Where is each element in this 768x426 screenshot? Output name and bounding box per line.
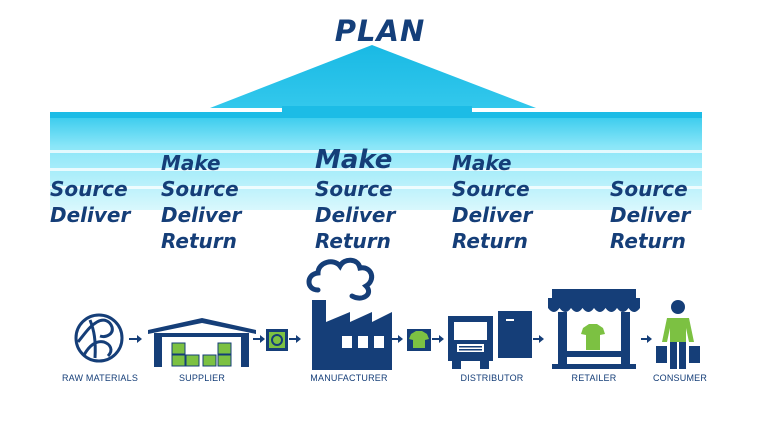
process-label-deliver: Deliver bbox=[50, 203, 131, 227]
plan-arrow bbox=[50, 45, 702, 210]
process-column-raw-materials: Source Deliver bbox=[50, 176, 130, 228]
arrow-icon bbox=[129, 335, 142, 343]
arrow-icon bbox=[641, 335, 652, 343]
plan-title: PLAN bbox=[334, 14, 426, 48]
process-label-make: Make bbox=[315, 145, 393, 175]
process-label-deliver: Deliver bbox=[315, 203, 396, 227]
node-label-raw-materials: RAW MATERIALS bbox=[61, 373, 139, 383]
node-label-consumer: CONSUMER bbox=[652, 373, 708, 383]
node-label-supplier: SUPPLIER bbox=[178, 373, 226, 383]
factory-icon bbox=[306, 257, 392, 370]
process-label-source: Source bbox=[315, 177, 393, 201]
process-label-return: Return bbox=[452, 229, 528, 253]
cotton-boll-icon bbox=[74, 313, 124, 363]
arrow-icon bbox=[432, 335, 444, 343]
node-label-distributor: DISTRIBUTOR bbox=[460, 373, 524, 383]
arrow-icon bbox=[391, 335, 403, 343]
shopper-icon bbox=[656, 300, 700, 369]
process-column-distributor: Make Source Deliver Return bbox=[452, 150, 532, 254]
process-column-consumer: Source Deliver Return bbox=[610, 176, 690, 254]
process-label-deliver: Deliver bbox=[452, 203, 533, 227]
process-label-make: Make bbox=[452, 151, 512, 175]
storefront-icon bbox=[548, 289, 640, 369]
crate-icon bbox=[266, 329, 288, 351]
process-label-return: Return bbox=[315, 229, 391, 253]
connector-arrows bbox=[129, 335, 652, 343]
truck-icon bbox=[448, 311, 532, 369]
shirt-icon bbox=[407, 329, 431, 351]
process-label-source: Source bbox=[161, 177, 239, 201]
process-label-source: Source bbox=[50, 177, 128, 201]
process-label-source: Source bbox=[452, 177, 530, 201]
process-label-return: Return bbox=[161, 229, 237, 253]
process-label-deliver: Deliver bbox=[161, 203, 242, 227]
process-label-make: Make bbox=[161, 151, 221, 175]
arrow-icon bbox=[533, 335, 544, 343]
node-label-retailer: RETAILER bbox=[571, 373, 617, 383]
arrow-icon bbox=[253, 335, 265, 343]
process-label-deliver: Deliver bbox=[610, 203, 691, 227]
process-column-manufacturer: Make Source Deliver Return bbox=[315, 144, 395, 254]
warehouse-icon bbox=[148, 318, 256, 367]
node-label-manufacturer: MANUFACTURER bbox=[310, 373, 388, 383]
process-label-return: Return bbox=[610, 229, 686, 253]
arrow-icon bbox=[289, 335, 301, 343]
process-label-source: Source bbox=[610, 177, 688, 201]
process-column-supplier: Make Source Deliver Return bbox=[161, 150, 241, 254]
